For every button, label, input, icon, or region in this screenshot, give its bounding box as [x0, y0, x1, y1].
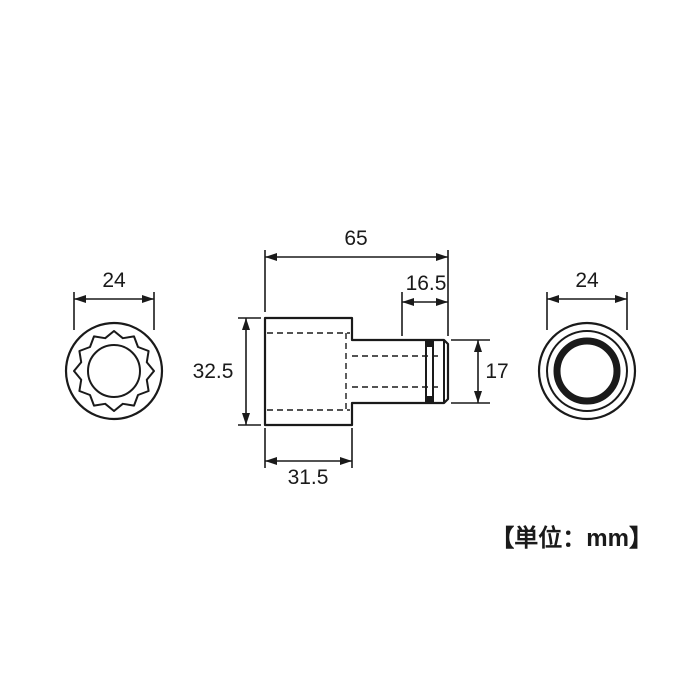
dim-overall-length: 65: [344, 227, 367, 250]
side-view: [263, 316, 450, 427]
front-12point-profile: [73, 330, 155, 412]
dim-drive-length: 16.5: [406, 272, 447, 295]
dim-rear-diameter: 24: [575, 269, 599, 292]
dim-rear-diameter-group: 24: [546, 269, 628, 330]
unit-label: 【単位：mm】: [490, 524, 653, 552]
dim-body-diameter-group: 32.5: [193, 317, 261, 426]
dim-front-diameter-group: 24: [73, 269, 155, 330]
dim-body-length: 31.5: [288, 466, 329, 489]
dim-overall-length-group: 65: [264, 227, 449, 336]
front-view: [64, 321, 164, 421]
side-profile: [263, 316, 450, 427]
rear-outer-circle: [537, 321, 637, 421]
front-outer-circle: [64, 321, 164, 421]
rear-middle-circle: [546, 330, 628, 412]
front-inner-circle: [87, 344, 141, 398]
groove-mark-bottom: [425, 396, 434, 403]
dim-drive-diameter-group: 17: [451, 339, 509, 404]
dim-body-length-group: 31.5: [264, 428, 353, 489]
dim-front-diameter: 24: [102, 269, 126, 292]
rear-view: [537, 321, 637, 421]
groove-mark-top: [425, 340, 434, 347]
dim-drive-length-group: 16.5: [401, 272, 448, 336]
dim-body-diameter: 32.5: [193, 360, 234, 383]
rear-ring: [553, 337, 621, 405]
dim-drive-diameter: 17: [485, 360, 508, 383]
